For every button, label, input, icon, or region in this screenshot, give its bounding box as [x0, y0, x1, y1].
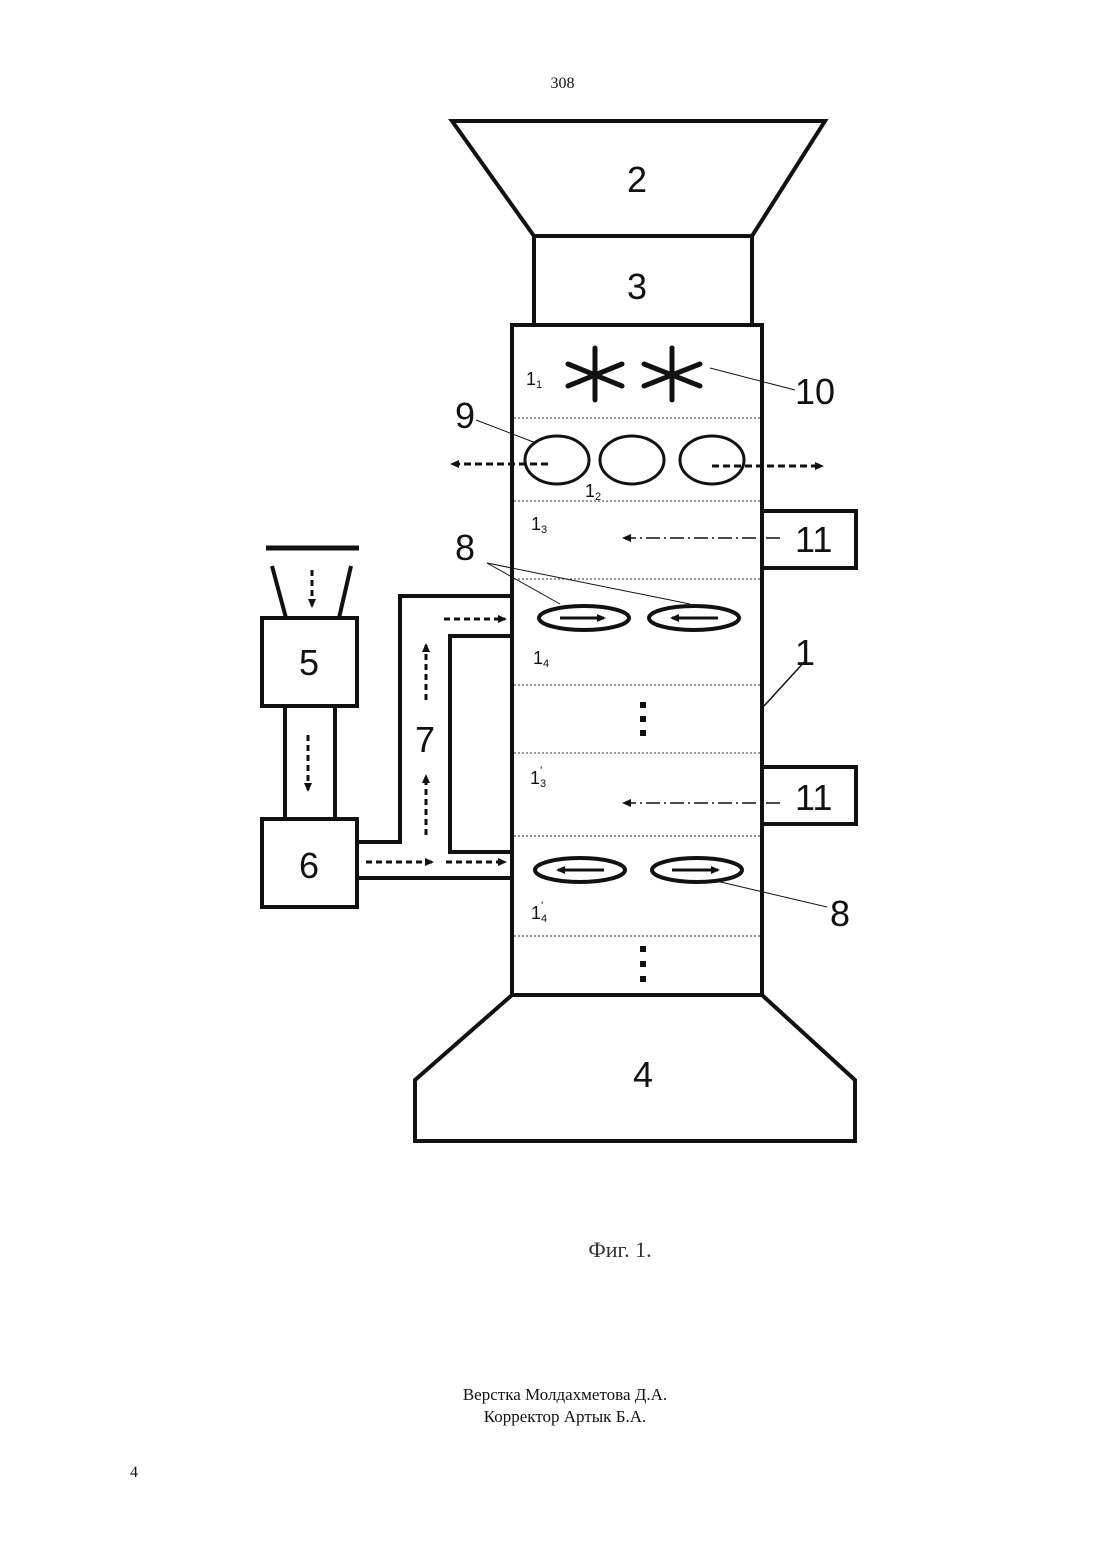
layout-credit: Верстка Молдахметова Д.А.: [0, 1384, 1100, 1406]
label-5: 5: [299, 642, 319, 683]
mixer-bottom-right: [652, 858, 742, 882]
mixer-top-left: [539, 606, 629, 630]
figure-caption: Фиг. 1.: [0, 1237, 1100, 1263]
zone-label-1-4-prime: 14': [531, 900, 547, 925]
continuation-dots-bottom: [640, 946, 646, 982]
zone-label-1-3: 13: [531, 514, 547, 536]
label-11-bottom: 11: [795, 777, 832, 818]
mixer-top-right: [649, 606, 739, 630]
proof-credit: Корректор Артык Б.А.: [0, 1406, 1100, 1428]
leader-10: [710, 368, 795, 390]
leader-8-top-b: [487, 563, 690, 604]
continuation-dots-middle: [640, 702, 646, 736]
zone-label-1-2: 12: [585, 481, 601, 503]
label-4: 4: [633, 1054, 653, 1095]
agitator-right: [644, 348, 700, 400]
credits: Верстка Молдахметова Д.А. Корректор Арты…: [0, 1384, 1100, 1428]
label-8-bottom: 8: [830, 893, 850, 934]
label-7: 7: [415, 719, 435, 760]
funnel-right: [339, 566, 351, 618]
main-column: [512, 325, 762, 995]
funnel-left: [272, 566, 286, 618]
label-6: 6: [299, 845, 319, 886]
zone-label-1-1: 11: [526, 369, 542, 391]
roller-row: [525, 436, 744, 484]
mixer-bottom-left: [535, 858, 625, 882]
label-10: 10: [795, 371, 835, 412]
label-9: 9: [455, 395, 475, 436]
leader-9: [476, 420, 536, 443]
label-2: 2: [627, 159, 647, 200]
zone-label-1-4: 14: [533, 648, 549, 670]
label-1: 1: [795, 632, 815, 673]
label-8-top: 8: [455, 527, 475, 568]
apparatus-diagram: 2 3 11 12 13 14 13' 14' 10 9: [0, 0, 1100, 1300]
page-number-bottom: 4: [130, 1464, 138, 1482]
zone-label-1-3-prime: 13': [530, 765, 546, 790]
label-11-top: 11: [795, 519, 832, 560]
label-3: 3: [627, 266, 647, 307]
leader-8-bottom: [712, 880, 827, 907]
agitator-left: [568, 348, 622, 400]
